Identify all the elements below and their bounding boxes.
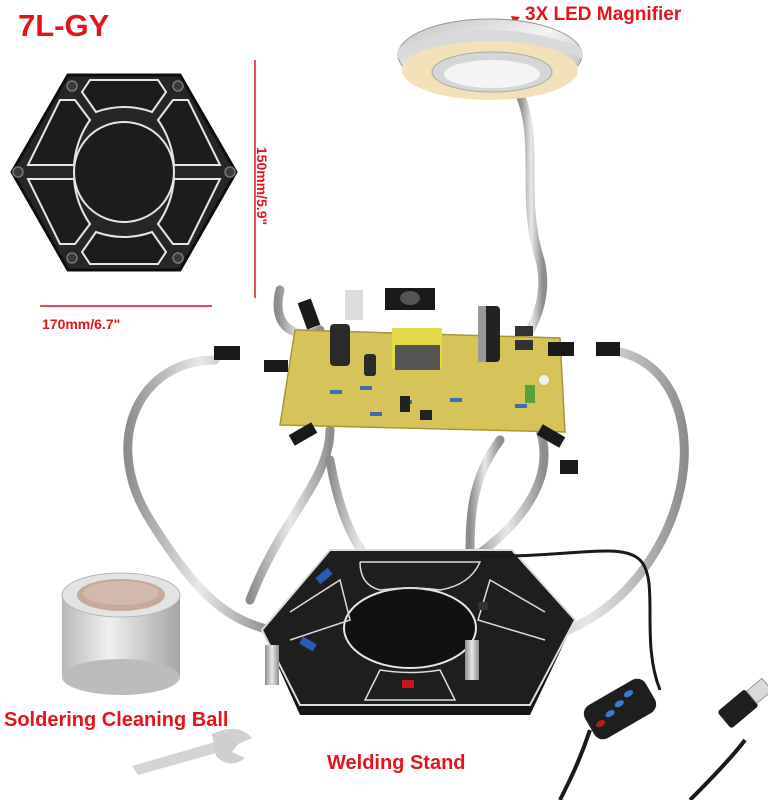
cleaning-ball-label: Soldering Cleaning Ball [4,709,229,731]
hexagonal-base [260,549,577,715]
circuit-board [279,288,566,433]
model-label: 7L-GY [18,8,110,43]
wrench [132,728,252,775]
width-dimension-label: 170mm/6.7" [42,316,121,332]
height-dimension-label: 150mm/5.9" [254,146,270,226]
hex-tray-top-view [10,73,238,272]
magnifier-gooseneck [515,93,548,343]
control-switch [583,678,657,740]
alligator-clips [214,298,620,474]
cleaning-ball-tin [61,572,181,695]
welding-stand-label: Welding Stand [327,752,466,774]
usb-cable [479,549,662,691]
led-magnifier [397,18,583,100]
magnifier-label: 3X LED Magnifier [525,4,682,25]
usb-plug [718,677,768,728]
